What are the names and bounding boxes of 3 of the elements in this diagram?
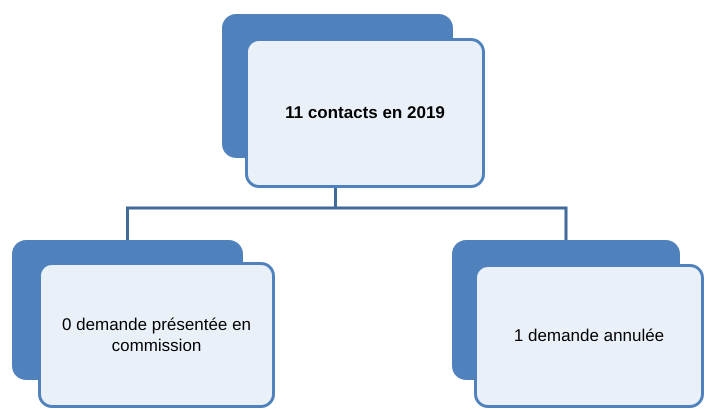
node-label: 11 contacts en 2019 — [284, 102, 446, 124]
node-label: 0 demande présentée en commission — [60, 314, 252, 356]
node-label: 1 demande annulée — [512, 325, 666, 347]
